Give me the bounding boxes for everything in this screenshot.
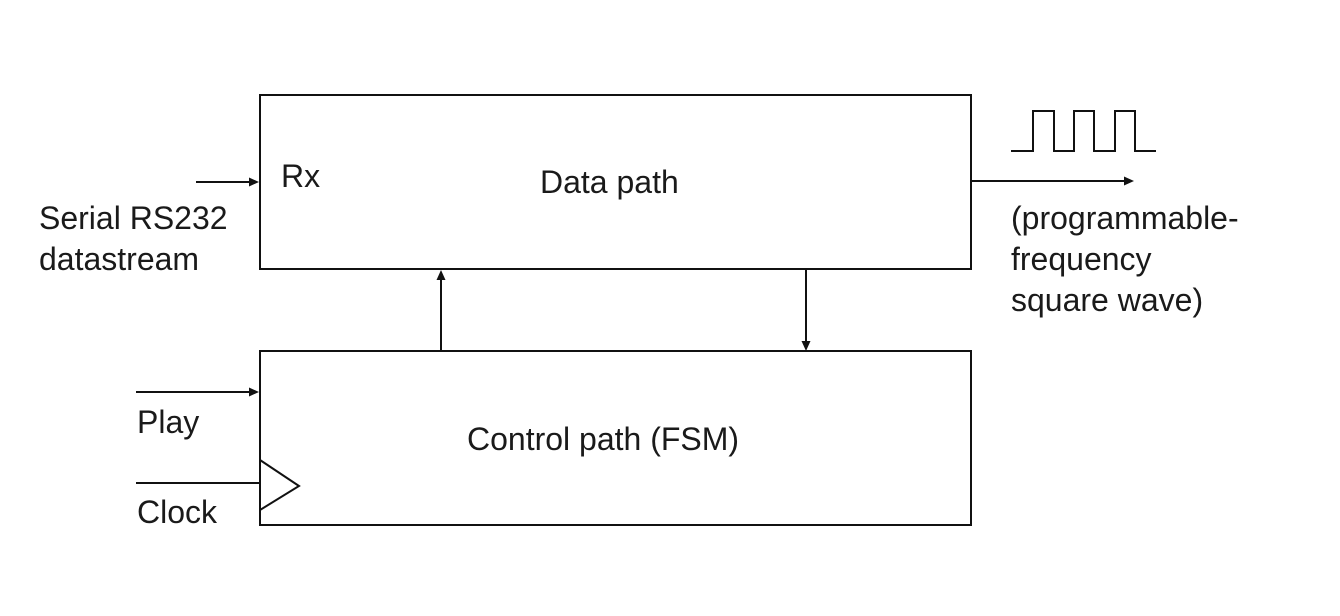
square-wave-icon: [1011, 110, 1156, 152]
control-to-data-arrow: [436, 270, 446, 351]
output-arrow: [971, 176, 1134, 186]
play-input-arrow: [136, 387, 259, 397]
clock-triangle-icon: [259, 459, 301, 511]
up-arrowhead-icon: [436, 270, 446, 280]
rx-label: Rx: [281, 158, 320, 194]
down-arrowhead-icon: [801, 341, 811, 351]
serial-input-label-line2: datastream: [39, 241, 199, 277]
output-label-line2: frequency: [1011, 241, 1152, 277]
data-path-title: Data path: [540, 164, 679, 200]
serial-input-arrow: [196, 177, 259, 187]
serial-input-label-line1: Serial RS232: [39, 200, 228, 236]
play-label: Play: [137, 404, 199, 440]
control-path-box: [259, 350, 972, 526]
serial-arrowhead-icon: [249, 177, 259, 187]
output-label-line1: (programmable-: [1011, 200, 1239, 236]
play-arrowhead-icon: [249, 387, 259, 397]
clock-label: Clock: [137, 494, 218, 530]
control-path-title: Control path (FSM): [467, 421, 739, 457]
data-path-block: Rx Data path: [259, 94, 972, 270]
output-label-line3: square wave): [1011, 282, 1203, 318]
control-path-block: Control path (FSM): [259, 350, 972, 526]
data-to-control-arrow: [801, 269, 811, 351]
output-arrowhead-icon: [1124, 176, 1134, 186]
